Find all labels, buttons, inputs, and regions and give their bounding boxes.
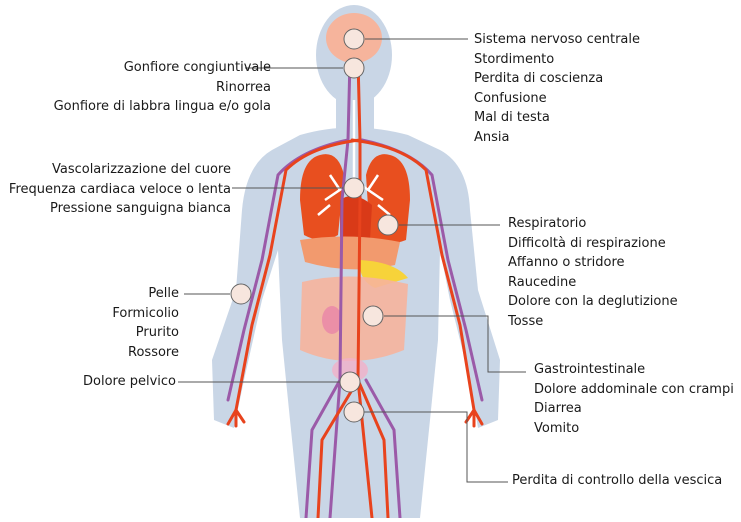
label-pelvic: Dolore pelvico bbox=[83, 372, 176, 392]
label-skin: Pelle Formicolio Prurito Rossore bbox=[112, 284, 179, 362]
marker-gastro bbox=[363, 306, 383, 326]
label-bladder: Perdita di controllo della vescica bbox=[512, 471, 722, 491]
marker-heart bbox=[344, 178, 364, 198]
marker-pelvic bbox=[340, 372, 360, 392]
marker-respiratory bbox=[378, 215, 398, 235]
kidney-shape bbox=[322, 306, 342, 334]
marker-skin bbox=[231, 284, 251, 304]
label-heart: Vascolarizzazione del cuore Frequenza ca… bbox=[9, 160, 231, 219]
label-respiratory: Respiratorio Difficoltà di respirazione … bbox=[508, 214, 678, 331]
left-lung-shape bbox=[300, 154, 344, 240]
label-face: Gonfiore congiuntivale Rinorrea Gonfiore… bbox=[54, 58, 271, 117]
marker-bladder bbox=[344, 402, 364, 422]
marker-face bbox=[344, 58, 364, 78]
marker-nervous bbox=[344, 29, 364, 49]
label-gastro: Gastrointestinale Dolore addominale con … bbox=[534, 360, 734, 438]
intestine-shape bbox=[300, 276, 408, 361]
label-nervous: Sistema nervoso centrale Stordimento Per… bbox=[474, 30, 640, 147]
